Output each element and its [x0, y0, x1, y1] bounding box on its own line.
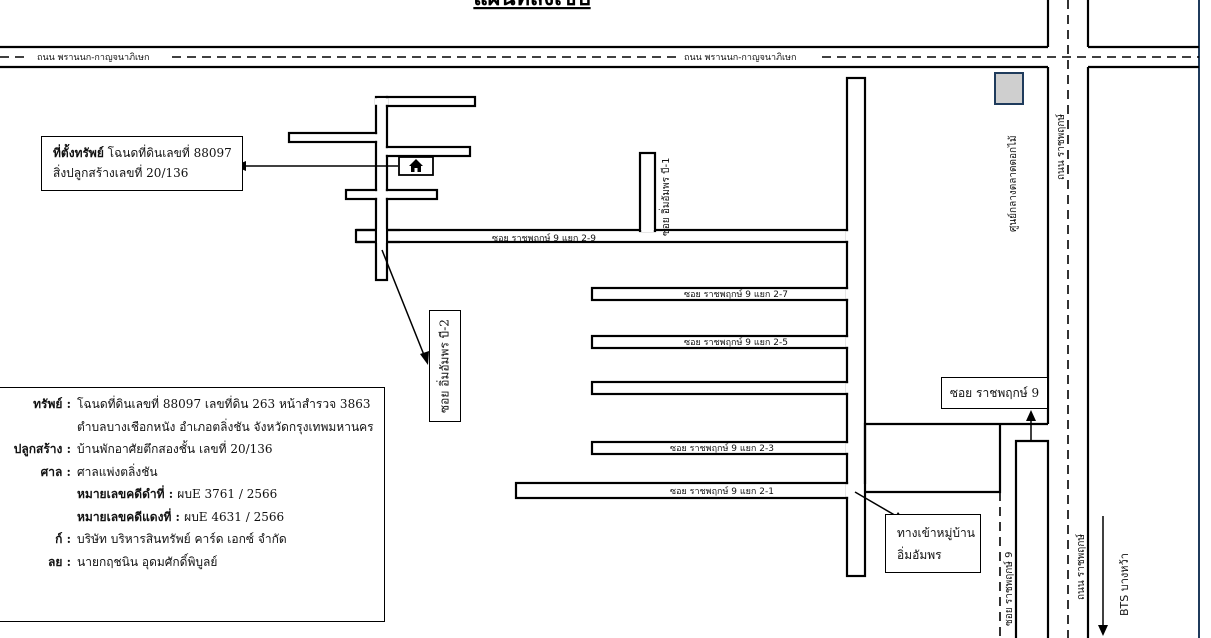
main-road-label-right: ถนน พรานนก-กาญจนาภิเษก [684, 52, 796, 63]
bts-label: BTS บางหว้า [1118, 553, 1131, 616]
info-value-red-case: ผบE 4631 / 2566 [184, 509, 285, 524]
info-value-building: บ้านพักอาศัยตึกสองชั้น เลขที่ 20/136 [77, 442, 273, 456]
soi-imaemporn-b2-label: ซอย อิ่มอัมพร บี-2 [437, 319, 452, 413]
soi-imaemporn-b1-label: ซอย อิ่มอัมพร บี-1 [658, 158, 672, 237]
main-road-label-left: ถนน พรานนก-กาญจนาภิเษก [37, 52, 149, 63]
house-icon [398, 156, 434, 176]
info-label-court: ศาล : [40, 464, 71, 479]
info-label-building: ปลูกสร้าง : [13, 442, 71, 456]
info-value-location: ตำบลบางเชือกหนัง อำเภอตลิ่งชัน จังหวัดกร… [77, 419, 374, 434]
ratchaphruek-road-label-top: ถนน ราชพฤกษ์ [1055, 114, 1067, 180]
map-title: แผนที่สังเขป [473, 0, 590, 11]
info-value-black-case: ผบE 3761 / 2566 [177, 487, 278, 501]
info-value-property: โฉนดที่ดินเลขที่ 88097 เลขที่ดิน 263 หน้… [77, 397, 371, 411]
info-label-red-case: หมายเลขคดีแดงที่ : [77, 509, 185, 524]
property-box-title: ที่ตั้งทรัพย์ [53, 146, 104, 160]
ratchaphruek-road-label-bottom: ถนน ราชพฤกษ์ [1075, 534, 1087, 600]
property-location-box: ที่ตั้งทรัพย์ โฉนดที่ดินเลขที่ 88097 สิ่… [41, 136, 243, 191]
soi-2-9-label: ซอย ราชพฤกษ์ 9 แยก 2-9 [492, 232, 596, 244]
soi-2-7-label: ซอย ราชพฤกษ์ 9 แยก 2-7 [684, 288, 788, 300]
info-value-defendant: นายกฤชนิน อุดมศักดิ์พิบูลย์ [77, 554, 218, 569]
village-entrance-box: ทางเข้าหมู่บ้าน อิ่มอัมพร [885, 514, 981, 573]
info-value-plaintiff: บริษัท บริหารสินทรัพย์ คาร์ด เอกซ์ จำกัด [77, 532, 287, 546]
property-box-line1: ที่ตั้งทรัพย์ โฉนดที่ดินเลขที่ 88097 [53, 143, 242, 163]
info-label-property: ทรัพย์ : [33, 397, 71, 411]
property-box-line2: สิ่งปลูกสร้างเลขที่ 20/136 [53, 166, 189, 180]
village-entrance-line2: อิ่มอัมพร [897, 548, 942, 562]
soi-imaemporn-b2-box: ซอย อิ่มอัมพร บี-2 [429, 310, 461, 422]
market-landmark-label: ศูนย์กลางตลาดดอกไม้ [1007, 135, 1019, 232]
market-landmark-marker [994, 72, 1024, 105]
case-info-box: ทรัพย์ : โฉนดที่ดินเลขที่ 88097 เลขที่ดิ… [0, 387, 385, 622]
info-label-plaintiff: ก์ : [55, 532, 71, 546]
property-box-deed: โฉนดที่ดินเลขที่ 88097 [103, 146, 232, 160]
info-label-black-case: หมายเลขคดีดำที่ : [77, 487, 178, 501]
soi-ratchaphruek-9-box-label: ซอย ราชพฤกษ์ 9 [949, 386, 1040, 400]
info-value-court: ศาลแพ่งตลิ่งชัน [77, 464, 158, 479]
village-entrance-line1: ทางเข้าหมู่บ้าน [897, 526, 975, 540]
soi-2-3-label: ซอย ราชพฤกษ์ 9 แยก 2-3 [670, 442, 774, 454]
soi-ratchaphruek-9-box: ซอย ราชพฤกษ์ 9 [941, 377, 1048, 409]
soi-9-vertical-label: ซอย ราชพฤกษ์ 9 [1003, 552, 1015, 626]
info-label-defendant: ลย : [48, 554, 71, 569]
soi-2-1-label: ซอย ราชพฤกษ์ 9 แยก 2-1 [670, 485, 774, 497]
soi-2-5-label: ซอย ราชพฤกษ์ 9 แยก 2-5 [684, 336, 788, 348]
